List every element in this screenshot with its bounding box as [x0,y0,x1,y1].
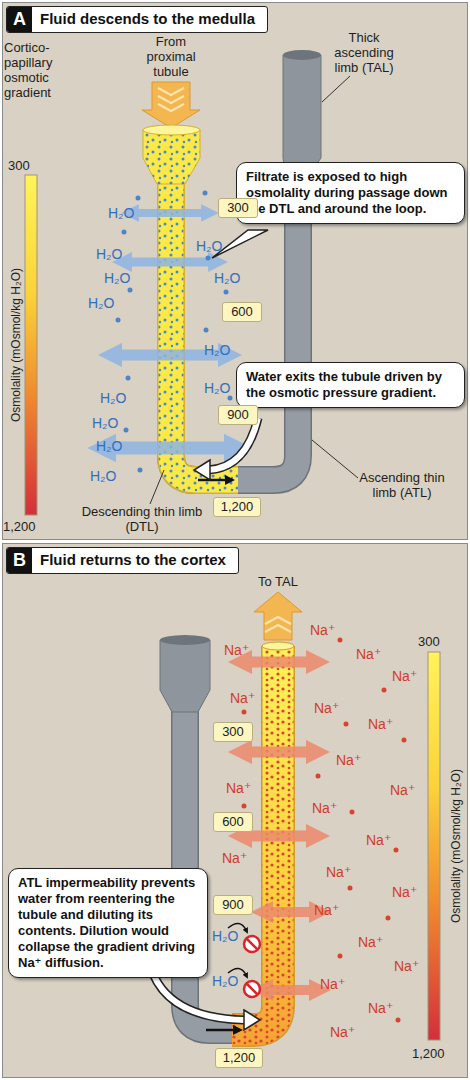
leader-lines [150,76,358,504]
panel-header: AFluid descends to the medulla [6,6,268,33]
water-label: H₂O [100,390,134,406]
scale-value: 300 [8,158,38,173]
sodium-label: Na⁺ [320,976,350,992]
osmolality-value: 1,200 [215,1048,263,1068]
panel-title: Fluid descends to the medulla [32,7,267,32]
sodium-label: Na⁺ [310,622,340,638]
sodium-ions [242,638,407,1023]
value-text: 900 [219,406,257,424]
value-text: 300 [214,723,252,741]
callout-pointer [194,230,268,480]
scale-value: 1,200 [3,519,48,534]
inflow-arrow [142,82,200,128]
water-label: H₂O [104,270,138,286]
water-label: H₂O [92,415,126,431]
sodium-label: Na⁺ [390,782,420,798]
callout-box: Filtrate is exposed to high osmolality d… [236,162,465,224]
axis-label: Osmolality (mOsmol/kg H₂O) [448,736,464,956]
panel-letter: A [7,7,32,32]
outflow-arrow [254,592,302,640]
water-label: H₂O [108,205,142,221]
gradient-scale [25,175,37,515]
sodium-label: Na⁺ [368,1000,398,1016]
water-label: H₂O [214,270,248,286]
sodium-label: Na⁺ [312,800,342,816]
water-label: H₂O [96,438,130,454]
structure-label: Ascending thin limb (ATL) [350,470,454,500]
gradient-scale [428,652,440,1040]
sodium-label: Na⁺ [358,934,388,950]
value-text: 1,200 [216,1049,262,1067]
water-label: H₂O [212,928,246,944]
osmolality-value: 300 [218,198,258,218]
water-label: H₂O [204,342,238,358]
axis-label: Osmolality (mOsmol/kg H₂O) [8,235,24,455]
panel-title: Fluid returns to the cortex [32,548,238,573]
osmolality-value: 1,200 [213,497,261,517]
scale-value: 1,200 [412,1046,457,1061]
sodium-label: Na⁺ [366,832,396,848]
sodium-label: Na⁺ [314,700,344,716]
sodium-label: Na⁺ [394,958,424,974]
value-text: 900 [214,896,252,914]
osmolality-value: 300 [213,722,253,742]
sodium-label: Na⁺ [314,902,344,918]
sodium-label: Na⁺ [222,850,252,866]
osmolality-value: 600 [213,812,253,832]
structure-label: Descending thin limb (DTL) [80,504,204,534]
water-label: H₂O [88,295,122,311]
figure-panel: BFluid returns to the cortexATL impermea… [2,543,468,1078]
osmolality-value: 600 [222,302,262,322]
water-molecules [116,191,233,473]
osmolality-value: 900 [218,405,258,425]
callout-text: Filtrate is exposed to high osmolality d… [246,169,455,217]
sodium-label: Na⁺ [368,716,398,732]
water-label: H₂O [212,973,246,989]
value-text: 1,200 [214,498,260,516]
structure-label: To TAL [248,574,308,589]
sodium-label: Na⁺ [392,668,422,684]
sodium-label: Na⁺ [224,642,254,658]
structure-label: Thick ascending limb (TAL) [322,30,406,75]
sodium-label: Na⁺ [392,884,422,900]
water-label: H₂O [204,380,238,396]
scale-value: 300 [418,634,448,649]
value-text: 600 [223,303,261,321]
sodium-label: Na⁺ [356,646,386,662]
scale-title: Cortico-papillary osmotic gradient [4,40,78,100]
sodium-label: Na⁺ [330,1024,360,1040]
sodium-label: Na⁺ [230,690,260,706]
sodium-label: Na⁺ [226,780,256,796]
callout-box: ATL impermeability prevents water from r… [8,868,208,978]
callout-box: Water exits the tubule driven by the osm… [236,362,465,408]
water-label: H₂O [90,468,124,484]
sodium-label: Na⁺ [336,752,366,768]
value-text: 600 [214,813,252,831]
panel-header: BFluid returns to the cortex [6,547,239,574]
osmolality-value: 900 [213,895,253,915]
water-label: H₂O [96,246,130,262]
value-text: 300 [219,199,257,217]
structure-label: From proximal tubule [140,34,202,79]
callout-text: ATL impermeability prevents water from r… [18,875,198,971]
callout-text: Water exits the tubule driven by the osm… [246,369,455,401]
panel-letter: B [7,548,32,573]
sodium-label: Na⁺ [326,864,356,880]
water-label: H₂O [196,238,230,254]
